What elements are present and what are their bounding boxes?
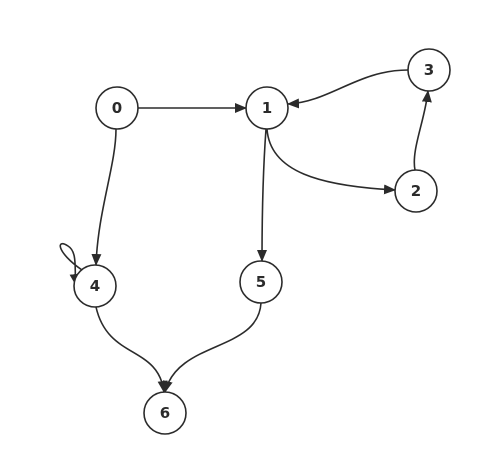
- node-3: 3: [407, 48, 451, 92]
- edge-3-to-1: [287, 69, 409, 109]
- edge-1-to-5: [257, 128, 268, 262]
- node-1-circle: [245, 86, 289, 130]
- edge-4-to-4: [59, 243, 83, 286]
- edge-0-to-4: [91, 128, 117, 266]
- node-4-label: 4: [90, 277, 100, 295]
- node-1: 1: [245, 86, 289, 130]
- node-6: 6: [143, 391, 187, 435]
- node-3-label: 3: [424, 61, 434, 79]
- node-0-label: 0: [112, 99, 122, 117]
- node-1-label: 1: [262, 99, 272, 117]
- edge-4-to-6: [95, 306, 168, 393]
- edge-5-to-6: [162, 302, 262, 393]
- node-6-label: 6: [160, 404, 170, 422]
- edges-layer: [59, 69, 432, 393]
- node-6-circle: [143, 391, 187, 435]
- edge-1-to-2: [266, 128, 396, 195]
- edge-2-to-3: [413, 90, 432, 171]
- node-5: 5: [239, 260, 283, 304]
- node-0-circle: [95, 86, 139, 130]
- node-4-circle: [73, 264, 117, 308]
- node-2-circle: [394, 169, 438, 213]
- node-5-circle: [239, 260, 283, 304]
- node-0: 0: [95, 86, 139, 130]
- nodes-layer: 0 1 2 3 4 5 6: [73, 48, 451, 435]
- node-2: 2: [394, 169, 438, 213]
- node-3-circle: [407, 48, 451, 92]
- node-5-label: 5: [256, 273, 266, 291]
- node-2-label: 2: [411, 182, 421, 200]
- node-4: 4: [73, 264, 117, 308]
